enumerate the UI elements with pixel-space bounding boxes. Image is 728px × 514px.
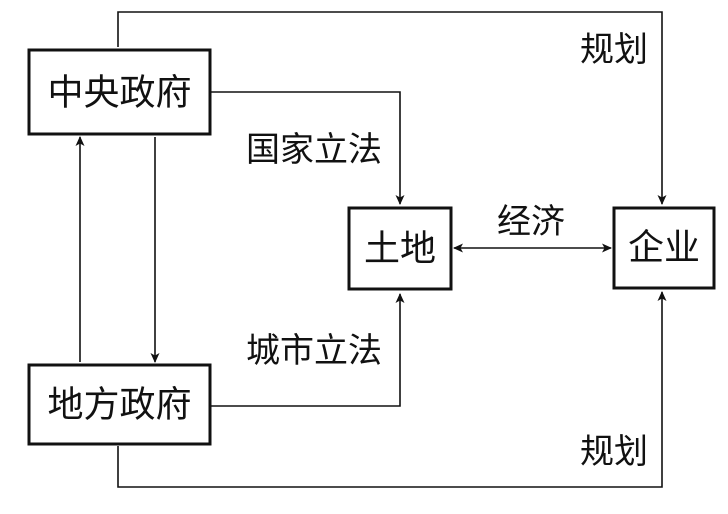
edge-planning-top [117,11,667,205]
node-central-government: 中央政府 [27,48,212,136]
edge-urban-legislation [211,293,405,407]
node-local-government-label: 地方政府 [47,385,191,426]
node-land-label: 土地 [364,229,436,270]
node-enterprise: 企业 [612,206,716,290]
label-planning-top: 规划 [580,30,648,70]
node-land: 土地 [347,206,453,291]
label-economy: 经济 [497,202,565,242]
edge-planning-bottom [117,291,667,488]
node-central-government-label: 中央政府 [47,73,191,114]
node-local-government: 地方政府 [27,363,212,446]
label-national-legislation: 国家立法 [246,130,382,170]
edge-national-legislation [211,91,405,205]
label-urban-legislation: 城市立法 [246,331,382,371]
node-enterprise-label: 企业 [628,228,700,269]
label-planning-bottom: 规划 [580,432,648,472]
